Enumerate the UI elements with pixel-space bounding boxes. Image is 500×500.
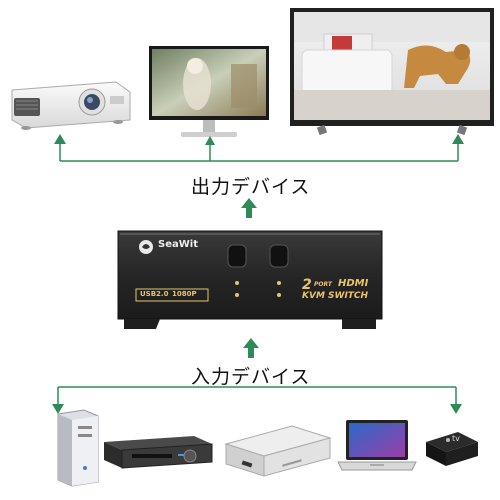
pc-tower-icon [54, 408, 102, 488]
up-arrow-input [243, 338, 259, 358]
resolution: 1080P [172, 290, 197, 298]
monitor-icon [147, 44, 273, 140]
usb-spec: USB2.0 [140, 290, 169, 298]
laptop-icon [336, 416, 418, 478]
apple-tv-label: tv [452, 434, 460, 443]
tv-icon [288, 6, 496, 138]
port-count: 2 [302, 277, 312, 293]
model-label: KVM SWITCH [302, 291, 369, 301]
output-devices-label: 出力デバイス [191, 176, 311, 198]
projector-icon [6, 76, 132, 130]
port-word: PORT [314, 281, 332, 288]
input-devices-label: 入力デバイス [191, 366, 311, 388]
apple-tv-icon: tv [422, 424, 482, 472]
dvd-player-icon [102, 432, 214, 472]
brand-name: SeaWit [158, 239, 198, 250]
hdmi-label: HDMI [338, 278, 369, 289]
game-console-icon [222, 422, 334, 480]
kvm-switch: SeaWit 2 PORT HDMI KVM SWITCH USB2.0 108… [116, 225, 384, 333]
up-arrow-output [241, 198, 257, 218]
